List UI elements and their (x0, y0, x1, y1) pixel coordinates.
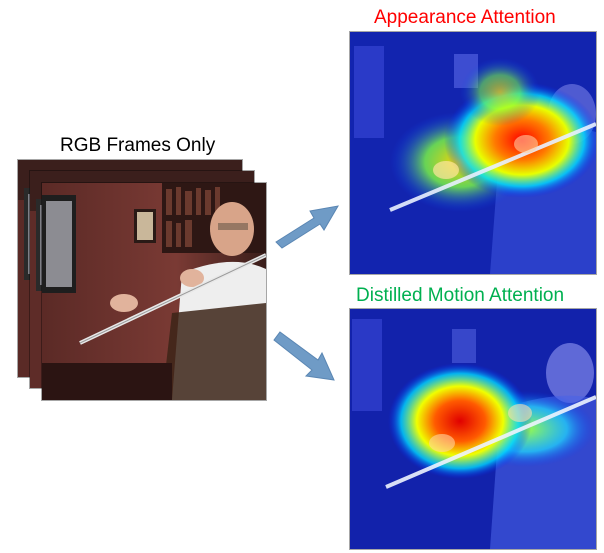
arrow-to-appearance-icon (275, 205, 339, 249)
appearance-attention-heatmap (350, 32, 596, 274)
rgb-frame-front (42, 183, 266, 400)
arrow-to-motion-icon (273, 331, 335, 381)
motion-attention-label: Distilled Motion Attention (356, 285, 565, 306)
appearance-attention-label: Appearance Attention (374, 7, 556, 28)
motion-attention-heatmap (350, 309, 596, 549)
rgb-frames-label: RGB Frames Only (60, 135, 216, 156)
